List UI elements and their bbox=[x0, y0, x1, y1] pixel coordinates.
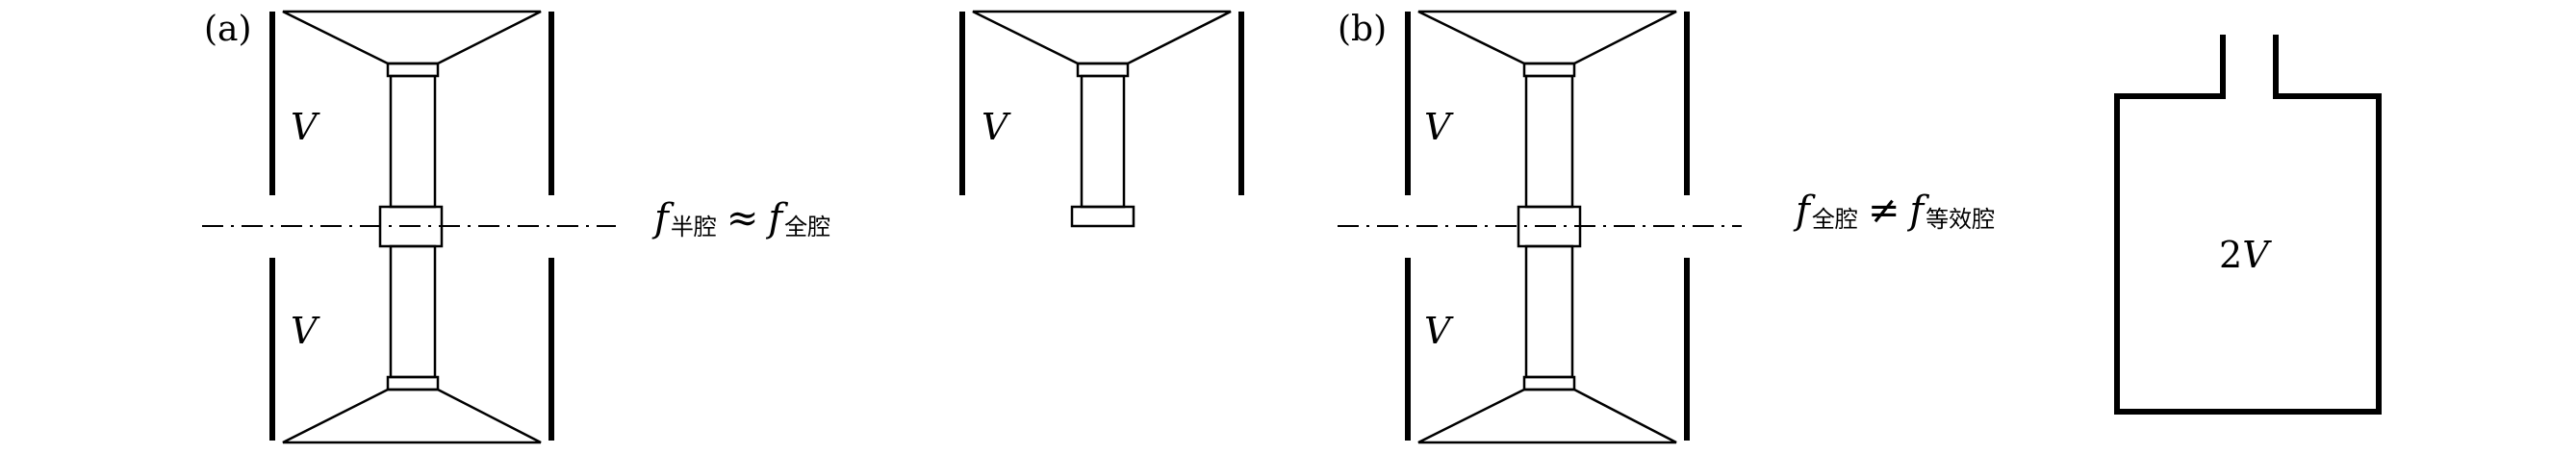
half-end-cap bbox=[1070, 205, 1135, 228]
panel-b-equivalent-cavity bbox=[2114, 35, 2382, 415]
panel-b-upper-rod bbox=[1524, 74, 1574, 209]
panel-a-half-cavity bbox=[959, 10, 1244, 228]
panel-b-top-collar bbox=[1522, 62, 1576, 78]
panel-a-upper-rod bbox=[389, 74, 437, 209]
panel-b-bottom-collar bbox=[1522, 375, 1576, 391]
panel-b-volume-bottom: V bbox=[1424, 310, 1454, 352]
panel-b-relation: f全腔≠f等效腔 bbox=[1793, 189, 1995, 233]
half-top-collar bbox=[1076, 62, 1130, 78]
half-top-funnel bbox=[972, 10, 1232, 65]
half-cavity-volume: V bbox=[982, 106, 1011, 148]
panel-b-bottom-funnel bbox=[1417, 388, 1677, 444]
half-rod bbox=[1080, 74, 1126, 209]
panel-b-full-cavity bbox=[1338, 10, 1742, 444]
panel-a-top-collar bbox=[386, 62, 440, 78]
panel-a-volume-top: V bbox=[291, 106, 320, 148]
panel-a-full-cavity bbox=[202, 10, 616, 444]
panel-b-volume-top: V bbox=[1424, 106, 1454, 148]
panel-a-label: (a) bbox=[204, 10, 252, 49]
panel-a-volume-bottom: V bbox=[291, 310, 320, 352]
panel-b-top-funnel bbox=[1417, 10, 1677, 65]
panel-a-bottom-collar bbox=[386, 375, 440, 391]
panel-b-label: (b) bbox=[1338, 10, 1387, 49]
equivalent-cavity-volume: 2V bbox=[2219, 234, 2272, 276]
panel-a-top-funnel bbox=[282, 10, 542, 65]
panel-b-lower-rod bbox=[1524, 244, 1574, 379]
panel-a-relation: f半腔≈f全腔 bbox=[651, 196, 830, 240]
panel-a-bottom-funnel bbox=[282, 388, 542, 444]
panel-a-lower-rod bbox=[389, 244, 437, 379]
equivalent-cavity-outline bbox=[2114, 35, 2382, 415]
